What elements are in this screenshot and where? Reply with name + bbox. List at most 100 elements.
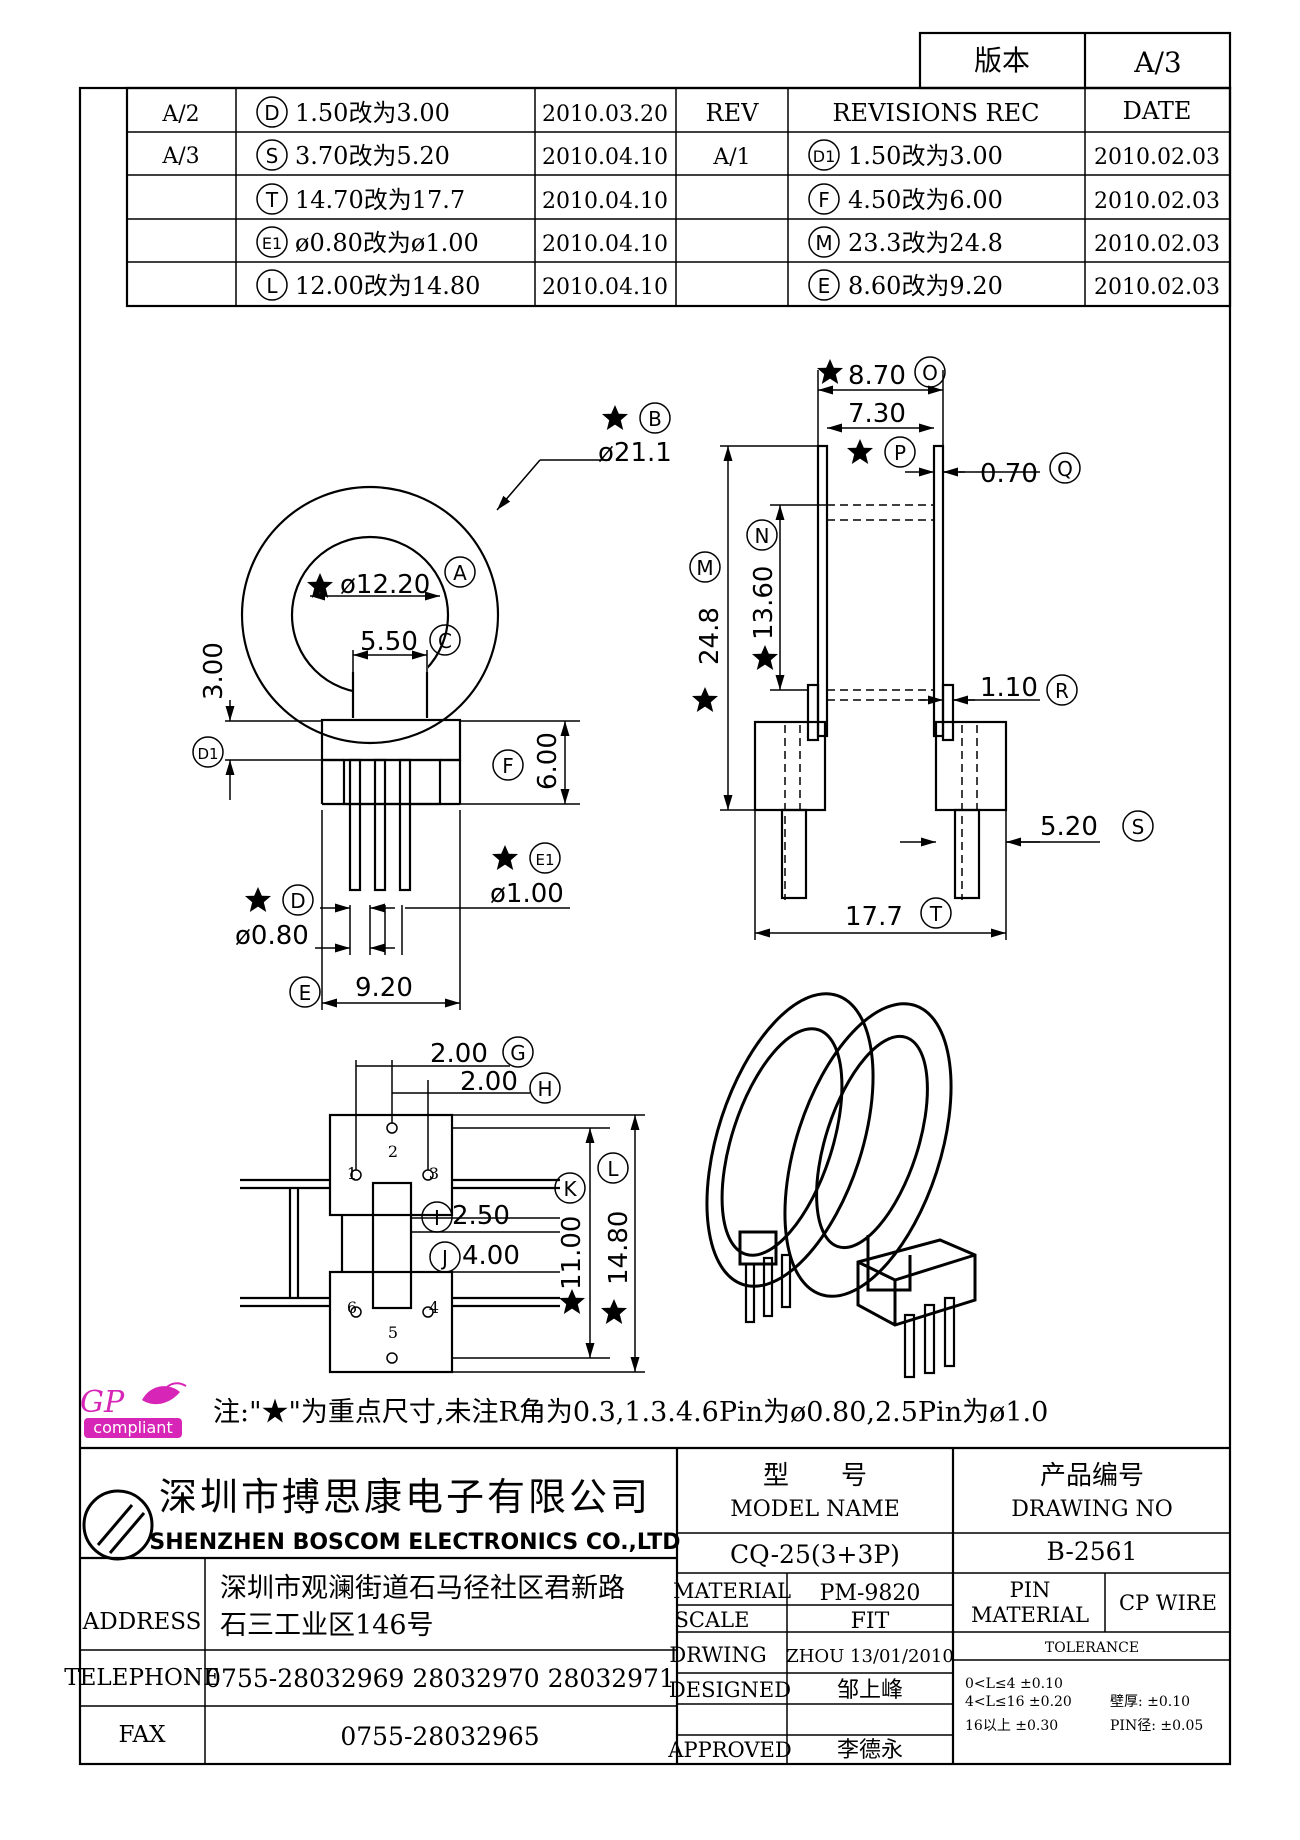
material-value: PM-9820 <box>820 1581 921 1606</box>
company-name-cn: 深圳市搏思康电子有限公司 <box>159 1475 651 1519</box>
rev-right-0-rev: A/1 <box>712 145 750 170</box>
dim-side-w: 7.30 <box>848 399 906 429</box>
rev-left-1-text: 3.70改为5.20 <box>295 142 450 170</box>
svg-text:N: N <box>755 524 770 548</box>
svg-text:G: G <box>510 1041 526 1065</box>
tolerance-3: 16以上 ±0.30 <box>965 1718 1058 1734</box>
rev-left-0-date: 2010.03.20 <box>542 102 668 127</box>
designed-label: DESIGNED <box>669 1678 791 1702</box>
dim-front-E: 9.20 <box>355 973 413 1003</box>
svg-text:P: P <box>894 441 906 465</box>
tolerance-1: 0<L≤4 ±0.10 <box>965 1676 1063 1692</box>
dim-side-M: 24.8 <box>695 607 725 665</box>
svg-text:R: R <box>1055 679 1069 703</box>
model-value: CQ-25(3+3P) <box>730 1540 900 1569</box>
rev-left-0-mark: D <box>264 101 279 125</box>
dim-side-N: 13.60 <box>749 566 779 640</box>
pin-value: CP WIRE <box>1119 1591 1217 1615</box>
model-name-en: MODEL NAME <box>730 1497 900 1522</box>
rev-left-0-rev: A/2 <box>161 102 199 127</box>
rev-left-4-date: 2010.04.10 <box>542 275 668 300</box>
telephone-label: TELEPHONE <box>64 1665 220 1691</box>
rev-left-2-text: 14.70改为17.7 <box>295 186 465 214</box>
note-text: 注:"★"为重点尺寸,未注R角为0.3,1.3.4.6Pin为ø0.80,2.5… <box>213 1397 1048 1428</box>
rev-right-0-text: 1.50改为3.00 <box>848 142 1003 170</box>
dim-side-O: 8.70 <box>848 361 906 391</box>
pin <box>398 758 412 892</box>
model-name-cn: 型 号 <box>763 1461 867 1491</box>
drwing-value: ZHOU 13/01/2010 <box>786 1646 954 1667</box>
approved-label: APPROVED <box>667 1738 791 1762</box>
drwing-label: DRWING <box>669 1643 766 1667</box>
svg-text:D1: D1 <box>197 745 218 763</box>
svg-text:F: F <box>502 754 514 778</box>
front-view: B ø21.1 ø12.20 A 5.50 C 3.00 D1 6.00 F E… <box>192 402 672 1010</box>
svg-text:S: S <box>1132 815 1145 839</box>
dim-bottom-L: 14.80 <box>604 1211 634 1285</box>
rev-right-0-date: 2010.02.03 <box>1094 145 1220 170</box>
material-label: MATERIAL <box>673 1579 791 1603</box>
revision-table: A/2 D 1.50改为3.00 2010.03.20 A/3 S 3.70改为… <box>125 86 1232 308</box>
rev-left-1-date: 2010.04.10 <box>542 145 668 170</box>
rev-right-2-date: 2010.02.03 <box>1094 232 1220 257</box>
side-view: 8.70 O 7.30 P 0.70 Q M 24.8 N 13.60 1.10… <box>689 356 1154 940</box>
pin-label-6: 6 <box>347 1298 357 1317</box>
tolerance-2: 4<L≤16 ±0.20 <box>965 1694 1072 1710</box>
dim-side-R: 1.10 <box>980 673 1038 703</box>
rev-left-3-text: ø0.80改为ø1.00 <box>295 229 479 257</box>
svg-text:A: A <box>453 561 467 585</box>
svg-text:B: B <box>648 407 662 431</box>
rev-left-4-text: 12.00改为14.80 <box>295 272 480 300</box>
rev-left-4-mark: L <box>266 274 278 298</box>
rev-right-0-mark: D1 <box>813 147 836 166</box>
rev-header-rec: REVISIONS REC <box>832 99 1039 127</box>
pin-label-2: 2 <box>388 1142 398 1161</box>
rev-left-2-date: 2010.04.10 <box>542 189 668 214</box>
dim-front-F: 6.00 <box>533 732 563 790</box>
rev-left-3-date: 2010.04.10 <box>542 232 668 257</box>
rev-left-3-mark: E1 <box>262 234 282 253</box>
svg-text:J: J <box>440 1246 448 1270</box>
svg-text:Q: Q <box>1057 457 1073 481</box>
rev-left-0-text: 1.50改为3.00 <box>295 99 450 127</box>
svg-text:E: E <box>299 981 312 1005</box>
svg-text:T: T <box>929 902 943 926</box>
gp-compliant-logo: GP compliant <box>80 1382 187 1438</box>
rev-right-2-text: 23.3改为24.8 <box>848 229 1003 257</box>
rev-right-3-mark: E <box>818 274 831 298</box>
pin <box>348 758 362 892</box>
rev-right-3-date: 2010.02.03 <box>1094 275 1220 300</box>
version-box: 版本 A/3 <box>918 31 1232 90</box>
rev-right-1-mark: F <box>818 188 830 212</box>
pin <box>373 758 387 892</box>
svg-text:I: I <box>434 1206 440 1230</box>
svg-text:D: D <box>290 889 305 913</box>
dim-bottom-G: 2.00 <box>430 1039 488 1069</box>
fax-value: 0755-28032965 <box>340 1722 539 1751</box>
drawing-no-cn: 产品编号 <box>1040 1461 1144 1491</box>
logo-gp-text: GP <box>80 1385 125 1420</box>
drawing-no-en: DRAWING NO <box>1011 1497 1173 1522</box>
svg-text:K: K <box>563 1177 577 1201</box>
dim-side-S: 5.20 <box>1040 812 1098 842</box>
rev-header-rev: REV <box>706 99 760 127</box>
dim-side-T: 17.7 <box>845 902 903 932</box>
dim-side-Q: 0.70 <box>980 459 1038 489</box>
version-value: A/3 <box>1133 46 1181 79</box>
rev-right-2-mark: M <box>815 231 832 255</box>
rev-header-date: DATE <box>1123 97 1192 125</box>
logo-compliant-text: compliant <box>93 1418 172 1437</box>
svg-text:O: O <box>922 361 938 385</box>
dim-front-D: ø0.80 <box>235 921 309 951</box>
svg-text:L: L <box>607 1157 619 1181</box>
scale-label: SCALE <box>675 1608 750 1632</box>
address-line1: 深圳市观澜街道石马径社区君新路 <box>220 1573 625 1604</box>
fax-label: FAX <box>119 1722 167 1748</box>
svg-text:C: C <box>438 629 452 653</box>
address-line2: 石三工业区146号 <box>220 1610 434 1641</box>
version-label: 版本 <box>974 44 1030 77</box>
tolerance-wall: 壁厚: ±0.10 <box>1110 1694 1190 1710</box>
svg-text:M: M <box>696 556 713 580</box>
drawing-no-value: B-2561 <box>1047 1537 1138 1566</box>
